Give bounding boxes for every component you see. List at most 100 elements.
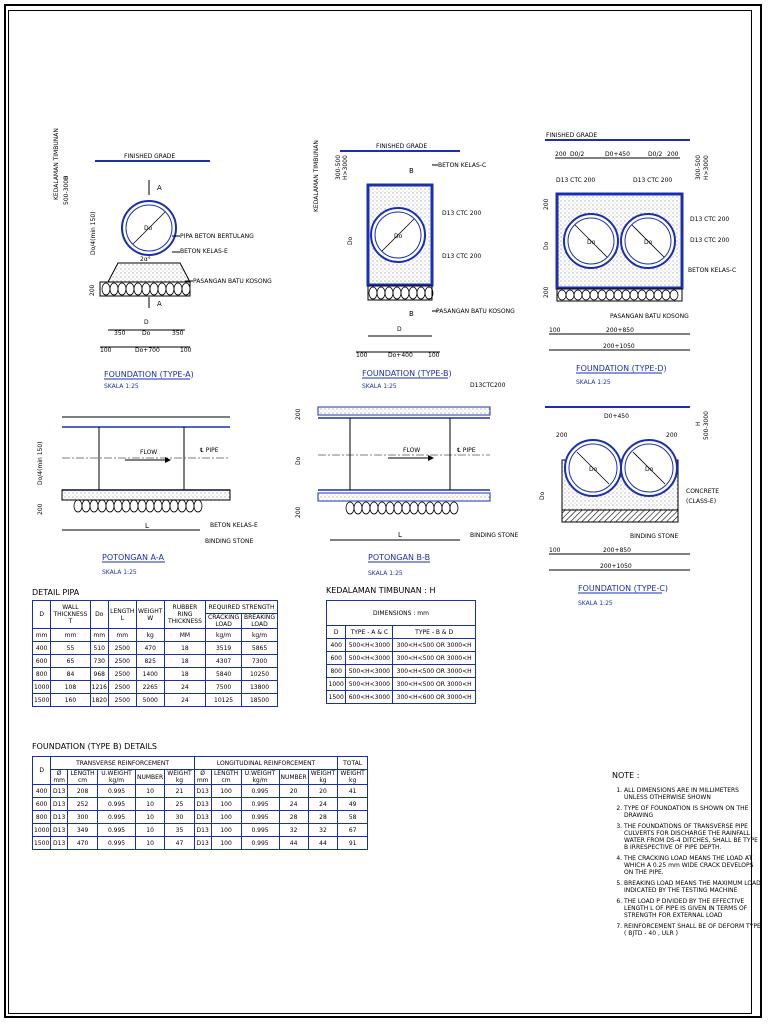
note-item: BREAKING LOAD MEANS THE MAXIMUM LOAD IND…	[624, 880, 762, 894]
flow-a: FLOW	[140, 449, 157, 456]
dim-d-200-2: 200	[667, 151, 679, 158]
dim-100-b: 100	[356, 352, 368, 359]
dim-100: 100	[100, 347, 112, 354]
kedalaman-title: KEDALAMAN TIMBUNAN : H	[326, 586, 436, 595]
flow-b: FLOW	[403, 447, 420, 454]
dim-d-850: 200+850	[606, 327, 634, 334]
section-a-top: A	[157, 184, 162, 192]
finished-grade-d: FINISHED GRADE	[546, 132, 597, 139]
potongan-a-a: FLOW ℄ PIPE Do/4(min 150) 200 L BETON KE…	[37, 416, 258, 576]
note-item: TYPE OF FOUNDATION IS SHOWN ON THE DRAWI…	[624, 805, 762, 819]
d13-bb: D13CTC200	[470, 382, 506, 389]
tb-th-transverse: TRANSVERSE REINFORCEMENT	[50, 756, 195, 770]
dim-100-2: 100	[180, 347, 192, 354]
dim-d-do2-2: D0/2	[648, 151, 662, 158]
foundation-type-d: FINISHED GRADE 300-500 H>3000 200 D0/2 D…	[543, 132, 736, 386]
sheet-border	[4, 4, 762, 1018]
pasangan-label: PASANGAN BATU KOSONG	[193, 278, 272, 285]
pipa-beton-label: PIPA BETON BERTULANG	[180, 233, 254, 240]
angle-label: 2α°	[140, 256, 151, 263]
pipe-cl-b: ℄ PIPE	[457, 447, 476, 454]
dim-c-200-2: 200	[666, 432, 678, 439]
potongan-b-b: D13CTC200 FLOW ℄ PIPE 200 Do 200 L BINDI…	[295, 382, 518, 577]
d13-d-4: D13 CTC 200	[690, 237, 729, 244]
beton-e-label: BETON KELAS-E	[180, 248, 228, 255]
tb-th-d: D	[31, 756, 52, 785]
dim-bb-do: Do	[295, 456, 302, 465]
kd-th-ac: TYPE - A & C	[345, 625, 394, 639]
h-range-d1: 300-500	[695, 155, 702, 180]
th-weight: WEIGHT W	[135, 600, 165, 629]
section-b-top: B	[409, 167, 414, 175]
pipe-cl-a: ℄ PIPE	[200, 447, 219, 454]
th-breaking: BREAKING LOAD	[241, 613, 278, 629]
foundation-type-c: D0+450 H 500-3000 Do Do 200 200 CONCRETE…	[539, 406, 719, 607]
dimensions-header: DIMENSIONS : mm	[326, 600, 476, 626]
dim-bb-200b: 200	[295, 506, 302, 518]
dim-d-200: 200	[555, 151, 567, 158]
pasangan-b: PASANGAN BATU KOSONG	[436, 308, 515, 315]
dim-bb-200: 200	[295, 408, 302, 420]
th-cracking: CRACKING LOAD	[205, 613, 243, 629]
note-item: THE LOAD P DIVIDED BY THE EFFECTIVE LENG…	[624, 898, 762, 919]
kedalaman-table: DIMENSIONS : mm D TYPE - A & C TYPE - B …	[325, 600, 476, 704]
dim-100-b2: 100	[428, 352, 440, 359]
finished-grade-b: FINISHED GRADE	[376, 143, 427, 150]
pipe-diameter-label: Do	[144, 225, 153, 232]
dim-d-vdo: Do	[543, 241, 550, 250]
h-c: H	[695, 421, 702, 426]
pipe-d1-do: Do	[587, 239, 596, 246]
th-strength: REQUIRED STRENGTH	[205, 600, 278, 614]
d13-d-3: D13 CTC 200	[690, 216, 729, 223]
h-range-d2: H>3000	[703, 155, 710, 180]
d13-d-1: D13 CTC 200	[556, 177, 595, 184]
concrete-label: CONCRETE	[686, 488, 719, 495]
dim-d-v200: 200	[543, 198, 550, 210]
do-min-label: Do/4(min 150)	[90, 212, 97, 256]
title-type-a: FOUNDATION (TYPE-A)	[104, 370, 194, 379]
dim-c-1050: 200+1050	[600, 563, 632, 570]
th-do: Do	[89, 600, 109, 629]
th-d: D	[31, 600, 52, 629]
note-item: REINFORCEMENT SHALL BE OF DEFORM TYPE ( …	[624, 923, 762, 937]
title-type-b: FOUNDATION (TYPE-B)	[362, 369, 452, 378]
th-rubber: RUBBER RING THICKNESS	[163, 600, 207, 629]
kd-th-d: D	[325, 625, 347, 639]
do-min-aa: Do/4(min 150)	[37, 442, 44, 486]
dim-c-vdo: Do	[539, 491, 546, 500]
title-pot-a: POTONGAN A-A	[102, 553, 164, 562]
note-item: THE FOUNDATIONS OF TRANSVERSE PIPE CULVE…	[624, 823, 762, 851]
beton-c-label: BETON KELAS-C	[438, 162, 486, 169]
skala-pot-a: SKALA 1:25	[102, 569, 137, 576]
tb-th-total: TOTAL	[337, 756, 368, 770]
section-a-bottom: A	[157, 300, 162, 308]
d13-d-2: D13 CTC 200	[633, 177, 672, 184]
dim-d-100: 100	[549, 327, 561, 334]
pipe-c1-do: Do	[589, 466, 598, 473]
dim-l-b: L	[398, 531, 402, 539]
class-e-label: (CLASS-E)	[686, 498, 716, 505]
title-type-c: FOUNDATION (TYPE-C)	[578, 584, 668, 593]
skala-pot-b: SKALA 1:25	[368, 570, 403, 577]
dim-d-b: D	[397, 326, 402, 333]
binding-c: BINDING STONE	[630, 533, 678, 540]
notes-title: NOTE :	[612, 771, 640, 780]
type-b-title: FOUNDATION (TYPE B) DETAILS	[32, 742, 157, 751]
finished-grade-label: FINISHED GRADE	[124, 153, 175, 160]
foundation-type-a: FINISHED GRADE KEDALAMAN TIMBUNAN H 500-…	[53, 128, 272, 390]
kd-th-bd: TYPE - B & D	[392, 625, 476, 639]
detail-pipa-title: DETAIL PIPA	[32, 588, 80, 597]
dim-d-do2: D0/2	[570, 151, 584, 158]
section-b-bottom: B	[409, 310, 414, 318]
skala-b: SKALA 1:25	[362, 383, 397, 390]
